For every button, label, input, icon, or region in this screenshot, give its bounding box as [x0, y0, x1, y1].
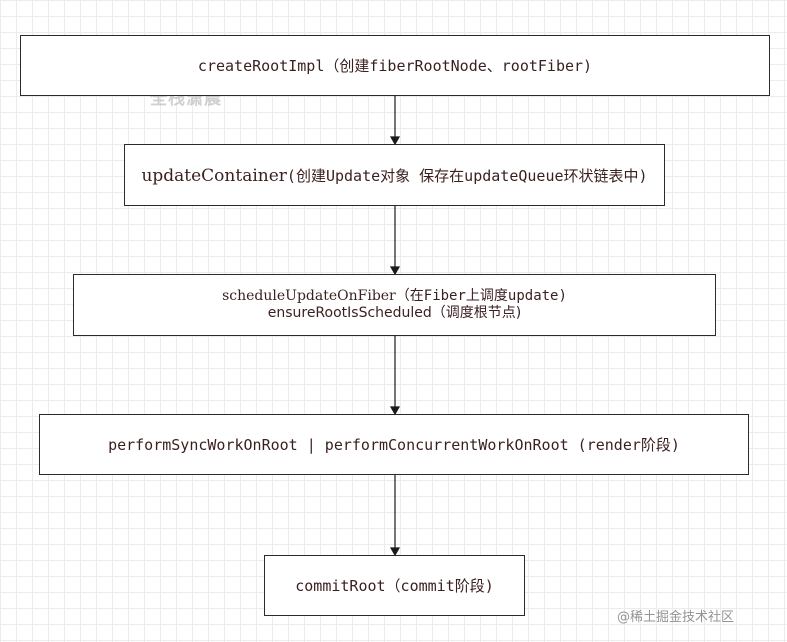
- node-commit-root: commitRoot（commit阶段): [264, 555, 525, 616]
- arrow-3-head: [389, 406, 401, 416]
- arrow-4-head: [389, 547, 401, 557]
- commit-root-fn-label: commitRoot: [295, 577, 386, 595]
- node-create-root-impl: createRootImpl（创建fiberRootNode、rootFiber…: [20, 35, 770, 96]
- ensure-root-fn-label: ensureRootIsScheduled: [267, 305, 432, 321]
- perform-work-desc-label: (render阶段): [568, 436, 680, 454]
- commit-root-desc-label: （commit阶段): [385, 577, 494, 595]
- schedule-update-fn-label: scheduleUpdateOnFiber: [222, 288, 396, 304]
- create-root-fn-label: createRootImpl: [197, 57, 325, 75]
- ensure-root-desc-label: （调度根节点): [431, 305, 522, 321]
- watermark-site: @稀土掘金技术社区: [617, 610, 735, 625]
- update-container-desc-label: (创建Update对象 保存在updateQueue环状链表中): [286, 166, 648, 185]
- perform-work-fn-label: performSyncWorkOnRoot | performConcurren…: [108, 436, 569, 454]
- update-container-fn-label: updateContainer: [141, 165, 287, 186]
- arrow-2-head: [389, 266, 401, 276]
- schedule-update-desc-label: （在Fiber上调度update): [395, 288, 567, 304]
- create-root-desc-label: （创建fiberRootNode、rootFiber): [324, 57, 593, 75]
- node-schedule-update: scheduleUpdateOnFiber（在Fiber上调度update) e…: [73, 274, 716, 336]
- node-perform-work: performSyncWorkOnRoot | performConcurren…: [39, 414, 749, 475]
- arrow-1-head: [389, 136, 401, 146]
- node-update-container: updateContainer(创建Update对象 保存在updateQueu…: [124, 144, 665, 206]
